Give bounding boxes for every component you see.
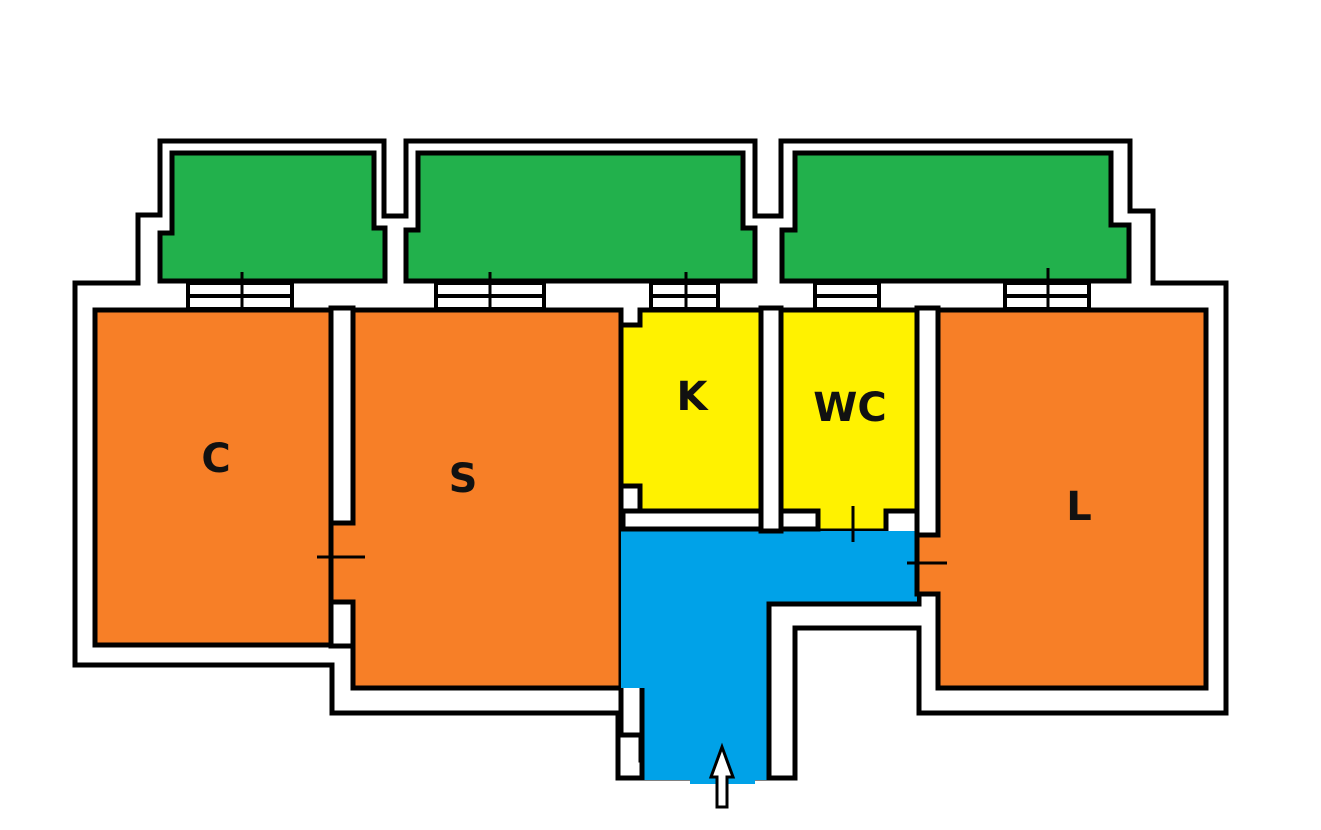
room-s-label: S xyxy=(449,456,478,502)
room-c-label: C xyxy=(201,436,230,482)
room-l-floor xyxy=(914,307,1209,691)
balconies xyxy=(157,150,1132,284)
room-l xyxy=(914,307,1209,691)
balcony-center xyxy=(403,150,758,284)
hall xyxy=(620,508,917,780)
wall-wc-l xyxy=(914,305,941,538)
room-wc-label: WC xyxy=(813,385,886,431)
wall-k-hall xyxy=(620,508,821,532)
up-arrow-icon xyxy=(708,742,736,809)
room-k-label: K xyxy=(677,374,710,420)
balcony-left xyxy=(157,150,388,284)
room-l-label: L xyxy=(1066,484,1092,530)
balcony-right xyxy=(779,150,1132,284)
wall-k-wc xyxy=(758,305,784,534)
wall-c-s xyxy=(328,305,356,649)
windows xyxy=(186,268,1091,322)
